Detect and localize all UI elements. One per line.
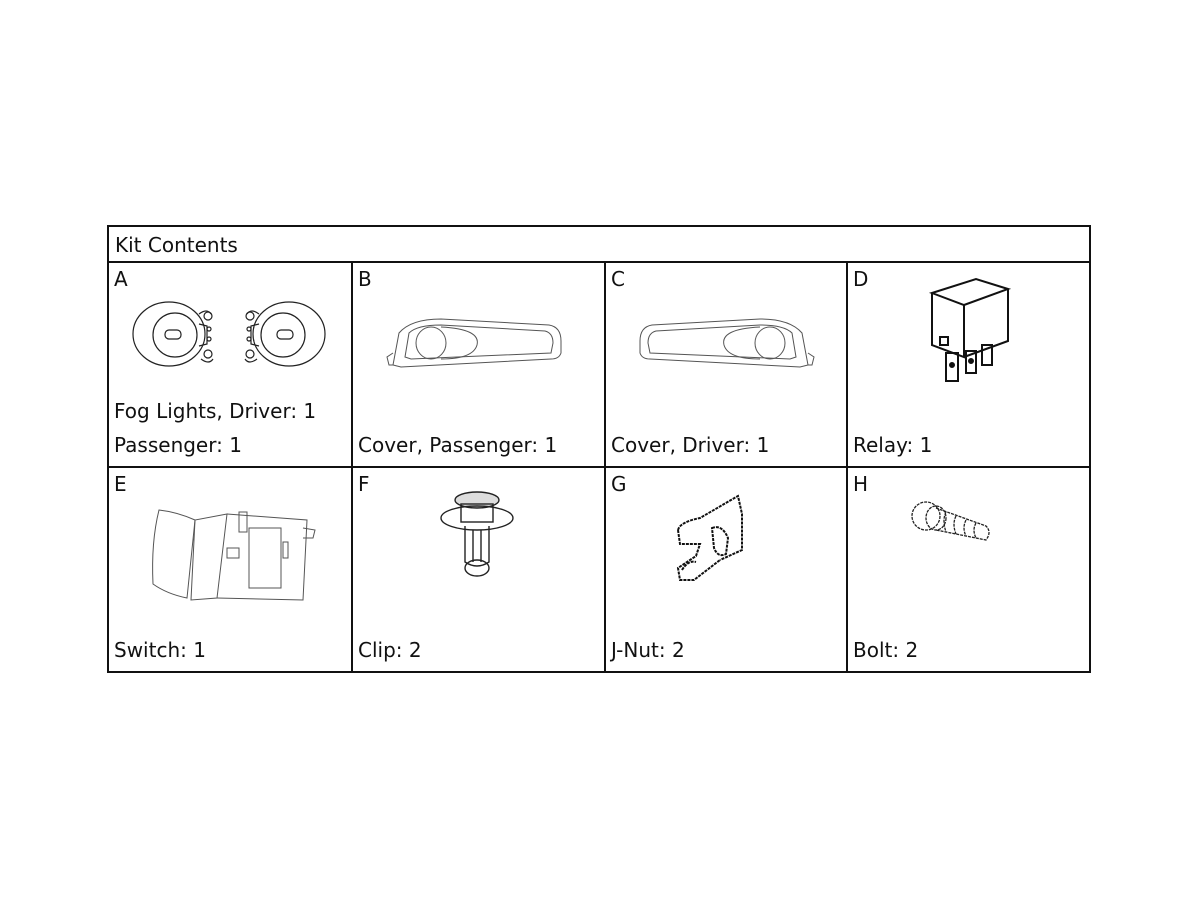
item-letter: B bbox=[358, 267, 372, 291]
item-caption: Fog Lights, Driver: 1 Passenger: 1 bbox=[114, 394, 316, 462]
table-title: Kit Contents bbox=[109, 227, 1089, 263]
j-nut-icon bbox=[670, 490, 750, 585]
caption-line-1: Cover, Passenger: 1 bbox=[358, 433, 558, 457]
fog-lights-icon bbox=[129, 299, 329, 369]
caption-line-1: Cover, Driver: 1 bbox=[611, 433, 770, 457]
item-letter: C bbox=[611, 267, 625, 291]
item-letter: G bbox=[611, 472, 627, 496]
kit-item-f: F Clip: 2 bbox=[353, 468, 606, 671]
switch-icon bbox=[147, 502, 317, 612]
item-caption: Bolt: 2 bbox=[853, 633, 918, 667]
item-caption: J-Nut: 2 bbox=[611, 633, 685, 667]
item-caption: Cover, Driver: 1 bbox=[611, 428, 769, 462]
cover-driver-icon bbox=[630, 313, 820, 373]
caption-line-1: Bolt: 2 bbox=[853, 638, 919, 662]
kit-item-c: C Cover, Driver: 1 bbox=[606, 263, 848, 468]
kit-item-b: B Cover, Passenger: 1 bbox=[353, 263, 606, 468]
clip-icon bbox=[437, 490, 517, 585]
caption-line-1: Fog Lights, Driver: 1 bbox=[114, 399, 317, 423]
item-letter: A bbox=[114, 267, 128, 291]
relay-icon bbox=[926, 275, 1016, 385]
caption-line-1: Switch: 1 bbox=[114, 638, 206, 662]
caption-line-1: Clip: 2 bbox=[358, 638, 422, 662]
item-letter: E bbox=[114, 472, 127, 496]
kit-item-d: D Relay: 1 bbox=[848, 263, 1089, 468]
item-caption: Clip: 2 bbox=[358, 633, 422, 667]
caption-line-2: Passenger: 1 bbox=[114, 433, 242, 457]
caption-line-1: J-Nut: 2 bbox=[611, 638, 685, 662]
kit-item-h: H Bolt: 2 bbox=[848, 468, 1089, 671]
cover-passenger-icon bbox=[381, 313, 571, 373]
item-caption: Switch: 1 bbox=[114, 633, 206, 667]
item-letter: F bbox=[358, 472, 370, 496]
caption-line-1: Relay: 1 bbox=[853, 433, 933, 457]
item-caption: Cover, Passenger: 1 bbox=[358, 428, 557, 462]
item-letter: D bbox=[853, 267, 869, 291]
kit-contents-table: Kit Contents A bbox=[107, 225, 1091, 673]
kit-item-e: E Switch: 1 bbox=[109, 468, 353, 671]
kit-item-a: A Fog Lights, Driver: bbox=[109, 263, 353, 468]
item-letter: H bbox=[853, 472, 869, 496]
item-caption: Relay: 1 bbox=[853, 428, 932, 462]
kit-grid: A Fog Lights, Driver: bbox=[109, 263, 1089, 671]
kit-item-g: G J-Nut: 2 bbox=[606, 468, 848, 671]
bolt-icon bbox=[910, 498, 995, 553]
